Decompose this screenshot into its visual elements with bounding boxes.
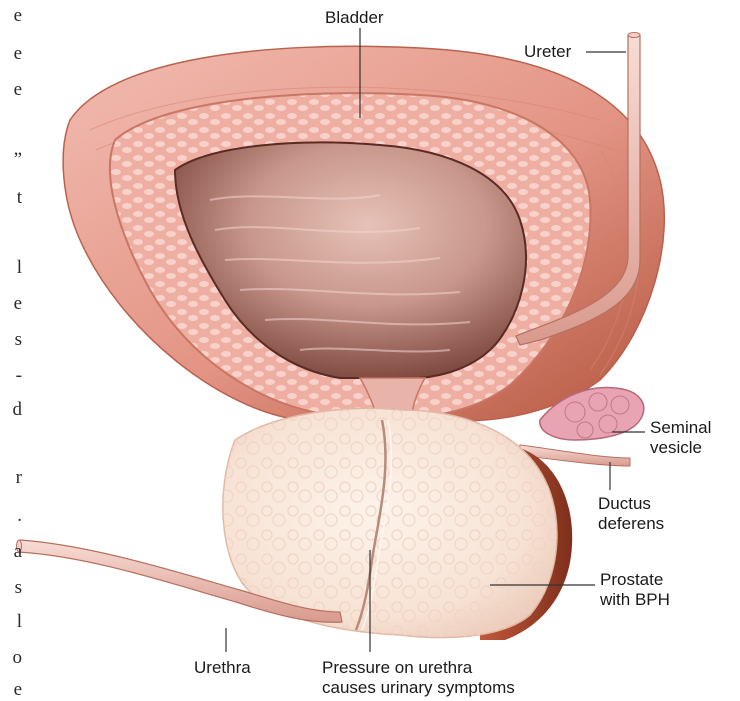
bladder-label: Bladder bbox=[325, 8, 384, 28]
ductus-deferens-label: Ductus deferens bbox=[598, 494, 664, 534]
bladder bbox=[63, 46, 664, 425]
edge-letter: l bbox=[0, 258, 22, 278]
urethra-label: Urethra bbox=[194, 658, 251, 678]
prostate-label: Prostate with BPH bbox=[600, 570, 670, 610]
edge-letter: - bbox=[0, 366, 22, 386]
prostate-label-line-1: Prostate bbox=[600, 570, 670, 590]
pressure-label-line-1: Pressure on urethra bbox=[322, 658, 515, 678]
edge-letter: e bbox=[0, 44, 22, 64]
seminal-vesicle-label-line-1: Seminal bbox=[650, 418, 711, 438]
edge-letter: s bbox=[0, 578, 22, 598]
edge-letter: e bbox=[0, 6, 22, 26]
edge-letter: l bbox=[0, 612, 22, 632]
edge-letter: d bbox=[0, 400, 22, 420]
ureter-opening bbox=[628, 33, 640, 38]
edge-letter: t bbox=[0, 188, 22, 208]
edge-letter: e bbox=[0, 80, 22, 100]
ductus-deferens-label-line-1: Ductus bbox=[598, 494, 664, 514]
prostate-label-line-2: with BPH bbox=[600, 590, 670, 610]
pressure-label: Pressure on urethra causes urinary sympt… bbox=[322, 658, 515, 698]
ureter-label: Ureter bbox=[524, 42, 571, 62]
edge-letter: r bbox=[0, 468, 22, 488]
edge-letter: e bbox=[0, 294, 22, 314]
seminal-vesicle-label-line-2: vesicle bbox=[650, 438, 711, 458]
edge-letter: . bbox=[0, 506, 22, 526]
ductus-deferens-label-line-2: deferens bbox=[598, 514, 664, 534]
pressure-label-line-2: causes urinary symptoms bbox=[322, 678, 515, 698]
edge-letter: o bbox=[0, 648, 22, 668]
seminal-vesicle-label: Seminal vesicle bbox=[650, 418, 711, 458]
edge-letter: e bbox=[0, 680, 22, 700]
edge-letter: s bbox=[0, 330, 22, 350]
edge-letter: ” bbox=[0, 150, 22, 170]
edge-letter: a bbox=[0, 542, 22, 562]
